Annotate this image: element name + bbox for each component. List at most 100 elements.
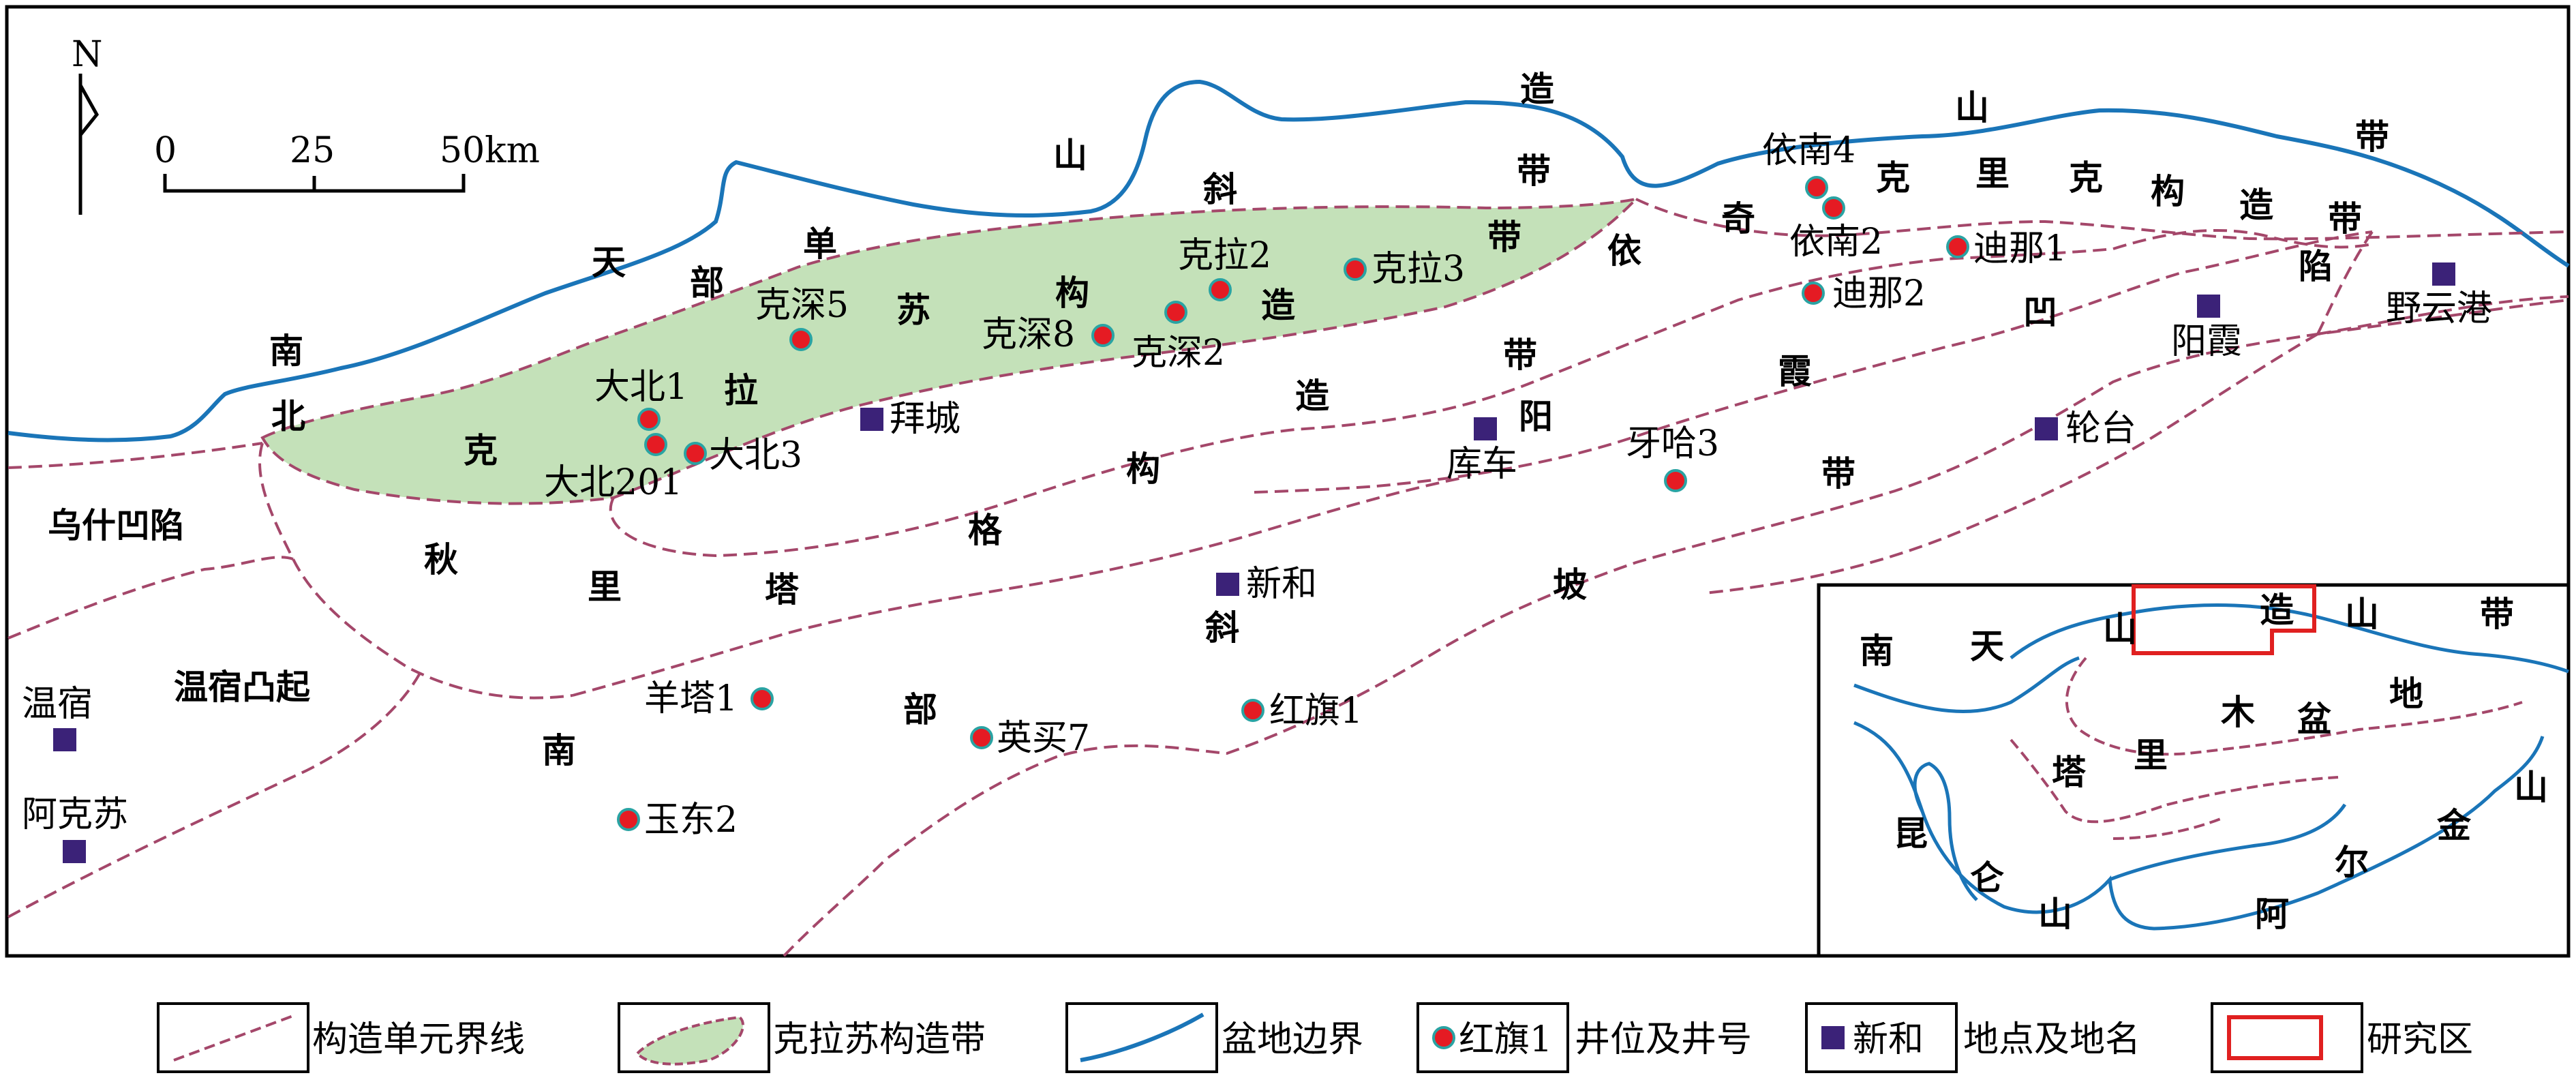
- legend-sample: 新和: [1853, 1019, 1924, 1060]
- scale-bar: 0 25 50km: [154, 130, 540, 193]
- legend-sample: 红旗1: [1459, 1019, 1552, 1060]
- places: 拜城 库车 新和 轮台 阳霞 野云港 温宿 阿克苏: [22, 262, 2492, 863]
- struct-char: 构: [1126, 449, 1160, 489]
- struct-char: 构: [1055, 273, 1089, 313]
- struct-char: 造: [2239, 185, 2273, 225]
- struct-char: 山: [1955, 88, 1989, 127]
- struct-char: 克: [464, 431, 498, 470]
- struct-char: 依: [1607, 231, 1641, 271]
- basin-boundary: [7, 79, 2570, 442]
- well-label: 迪那2: [1832, 273, 1926, 314]
- well-yinan2: 依南2: [1789, 196, 1883, 262]
- well-label: 大北3: [709, 435, 802, 476]
- inset-char: 塔: [2052, 753, 2087, 792]
- place-label: 库车: [1446, 444, 1517, 485]
- well-dabei201: 大北201: [544, 433, 682, 503]
- unit-boundaries: [7, 198, 2569, 957]
- place-label: 野云港: [2386, 288, 2492, 329]
- inset-char: 天: [1970, 627, 2004, 666]
- legend-study-area: 研究区: [2211, 1002, 2473, 1073]
- legend-label: 盆地边界: [1222, 1019, 1363, 1060]
- well-dina1: 迪那1: [1946, 228, 2067, 269]
- structural-labels: 南 北 天 部 单 拉 克 苏 构 造 山 斜 造 带 带 依 奇 克 山 里 …: [269, 70, 2389, 770]
- scale-tick-25: 25: [290, 130, 335, 171]
- struct-char: 带: [2355, 117, 2389, 157]
- struct-char: 拉: [724, 371, 758, 410]
- struct-char: 南: [542, 731, 576, 770]
- well-label: 克深2: [1132, 333, 1225, 374]
- well-label: 克深5: [755, 285, 849, 326]
- well-yudong2: 玉东2: [617, 800, 738, 841]
- struct-char: 塔: [765, 570, 800, 610]
- struct-char: 凹: [2023, 292, 2057, 332]
- place-akesu: 阿克苏: [22, 794, 128, 863]
- inset-char: 里: [2134, 736, 2168, 775]
- place-label: 温宿: [22, 684, 93, 725]
- well-keshen5: 克深5: [755, 285, 849, 351]
- struct-char: 秋: [424, 540, 458, 580]
- inset-char: 地: [2389, 674, 2423, 714]
- inset-char: 南: [1860, 631, 1894, 671]
- well-yangta1: 羊塔1: [644, 678, 774, 719]
- place-xinhe: 新和: [1216, 564, 1317, 605]
- inset-char: 仑: [1970, 858, 2004, 898]
- wells: 克深5 大北1 大北3 大北201 克拉2 克深8 克深2 克拉3 依南4 依南…: [544, 130, 2067, 841]
- study-area: [2132, 584, 2316, 655]
- inset-char: 尔: [2335, 843, 2369, 882]
- struct-char: 陷: [2299, 247, 2333, 286]
- legend: 构造单元界线 克拉苏构造带 盆地边界 红旗1 井位及井号 新和 地点及地名: [157, 1002, 2473, 1073]
- struct-char: 格: [968, 511, 1003, 550]
- place-label: 拜城: [890, 399, 960, 440]
- inset-labels: 南 天 山 造 山 带 木 盆 地 塔 里 昆 仑 山 阿 尔 金 山: [1860, 590, 2548, 934]
- legend-place: 新和 地点及地名: [1805, 1002, 2140, 1073]
- well-label: 克拉3: [1372, 249, 1465, 290]
- struct-char: 带: [1517, 151, 1551, 191]
- scale-tick-0: 0: [154, 130, 177, 171]
- inset-char: 造: [2260, 590, 2294, 630]
- legend-label: 克拉苏构造带: [773, 1019, 986, 1060]
- well-dabei3: 大北3: [684, 435, 802, 476]
- struct-char: 南: [269, 331, 303, 371]
- well-yinan4: 依南4: [1762, 130, 1855, 199]
- well-keshen2: 克深2: [1132, 301, 1225, 374]
- inset-char: 山: [2038, 895, 2072, 934]
- well-label: 大北201: [544, 462, 682, 503]
- struct-char: 斜: [1203, 170, 1237, 209]
- legend-label: 研究区: [2367, 1019, 2473, 1060]
- north-label: N: [72, 34, 103, 75]
- well-label: 迪那1: [1973, 228, 2067, 269]
- legend-well: 红旗1 井位及井号: [1416, 1002, 1752, 1073]
- well-kela2: 克拉2: [1178, 235, 1271, 301]
- struct-char: 克: [2069, 158, 2103, 198]
- place-wensu: 温宿: [22, 684, 93, 751]
- struct-char: 克: [1876, 158, 1910, 198]
- place-label: 阳霞: [2171, 321, 2242, 362]
- place-baicheng: 拜城: [860, 399, 960, 440]
- struct-char: 部: [690, 263, 724, 303]
- well-dina2: 迪那2: [1802, 273, 1926, 314]
- well-label: 羊塔1: [644, 678, 738, 719]
- struct-char: 带: [1487, 217, 1521, 257]
- struct-char: 带: [2328, 199, 2362, 239]
- struct-char: 造: [1295, 376, 1329, 416]
- well-yingmai7: 英买7: [970, 718, 1090, 759]
- well-yaha3: 牙哈3: [1626, 423, 1719, 492]
- well-label: 英买7: [997, 718, 1090, 759]
- well-dabei1: 大北1: [594, 367, 688, 431]
- well-label: 依南2: [1789, 222, 1883, 262]
- struct-char: 坡: [1553, 565, 1587, 605]
- well-kela3: 克拉3: [1344, 249, 1465, 290]
- inset-char: 山: [2103, 610, 2137, 649]
- struct-char: 部: [903, 690, 937, 730]
- struct-char: 天: [592, 243, 626, 282]
- legend-label: 井位及井号: [1575, 1019, 1752, 1060]
- well-label: 红旗1: [1269, 691, 1363, 732]
- legend-basin: 盆地边界: [1065, 1002, 1363, 1073]
- struct-char: 阳: [1519, 397, 1553, 436]
- inset-map: 南 天 山 造 山 带 木 盆 地 塔 里 昆 仑 山 阿 尔 金 山: [1817, 583, 2571, 958]
- well-label: 克拉2: [1178, 235, 1271, 276]
- inset-char: 阿: [2255, 895, 2289, 934]
- place-luntai: 轮台: [2035, 408, 2136, 449]
- well-keshen8: 克深8: [982, 314, 1115, 355]
- inset-char: 盆: [2297, 700, 2331, 739]
